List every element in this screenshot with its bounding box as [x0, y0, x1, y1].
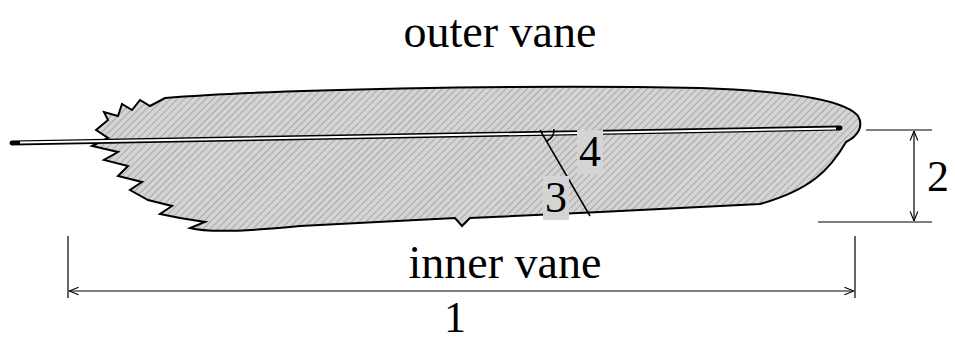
feather-shaft	[12, 128, 840, 143]
angle-arc	[547, 129, 554, 141]
extension-line	[818, 221, 932, 222]
part-label: inner vane	[407, 240, 604, 286]
dimension-line	[69, 290, 854, 291]
feather-vane	[92, 87, 860, 231]
extension-line	[67, 236, 68, 298]
extension-line	[866, 129, 932, 130]
extension-line	[854, 236, 855, 298]
dimension-line	[913, 131, 914, 221]
callout-number: 1	[442, 296, 468, 340]
part-label: outer vane	[402, 9, 599, 55]
callout-number: 2	[925, 155, 951, 199]
callout-number: 3	[543, 176, 569, 220]
feather-shaft-core	[20, 129, 836, 143]
callout-number: 4	[577, 130, 603, 174]
